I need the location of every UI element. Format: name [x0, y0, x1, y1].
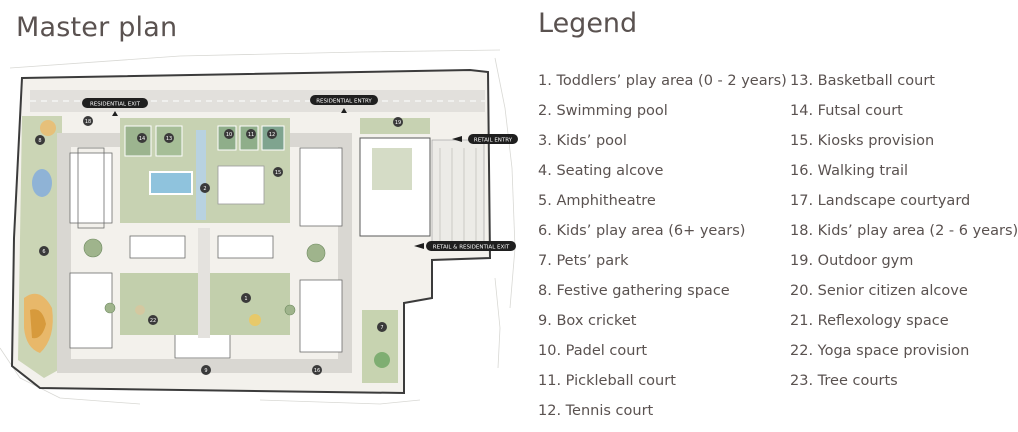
legend-item: 9. Box cricket: [538, 313, 637, 329]
legend-item: 20. Senior citizen alcove: [790, 283, 968, 299]
legend-item: 13. Basketball court: [790, 73, 935, 89]
svg-text:1: 1: [244, 296, 247, 302]
svg-text:8: 8: [38, 138, 41, 144]
legend-column-2: 13. Basketball court 14. Futsal court 15…: [790, 72, 1018, 402]
legend-item: 1. Toddlers’ play area (0 - 2 years): [538, 73, 787, 89]
amenity-markers: 18 14 13 10 11 12 8 2 15 19 1 22 9 7 16 …: [35, 116, 403, 375]
retail-entry-tag: RETAIL ENTRY: [452, 134, 518, 144]
clubhouse: [217, 165, 265, 205]
legend-item: 22. Yoga space provision: [790, 343, 970, 359]
svg-text:19: 19: [395, 120, 401, 126]
legend-item: 12. Tennis court: [538, 403, 654, 419]
sports-courts: [124, 125, 285, 157]
legend-item: 18. Kids’ play area (2 - 6 years): [790, 223, 1018, 239]
legend-item: 7. Pets’ park: [538, 253, 629, 269]
legend-item: 15. Kiosks provision: [790, 133, 935, 149]
legend-item: 14. Futsal court: [790, 103, 903, 119]
retail-parking: [431, 139, 485, 249]
legend-item: 8. Festive gathering space: [538, 283, 730, 299]
residential-entry-tag: RESIDENTIAL ENTRY: [310, 95, 378, 113]
legend-item: 4. Seating alcove: [538, 163, 664, 179]
svg-text:2: 2: [203, 186, 206, 192]
legend-item: 11. Pickleball court: [538, 373, 676, 389]
legend-item: 16. Walking trail: [790, 163, 909, 179]
legend-item: 19. Outdoor gym: [790, 253, 914, 269]
legend-item: 21. Reflexology space: [790, 313, 949, 329]
legend-item: 5. Amphitheatre: [538, 193, 656, 209]
svg-text:16: 16: [314, 368, 320, 374]
svg-text:13: 13: [166, 136, 172, 142]
legend-item: 2. Swimming pool: [538, 103, 668, 119]
svg-text:18: 18: [85, 119, 91, 125]
legend-item: 10. Padel court: [538, 343, 648, 359]
swimming-pool: [149, 171, 193, 195]
legend-item: 6. Kids’ play area (6+ years): [538, 223, 746, 239]
svg-text:6: 6: [42, 249, 45, 255]
tree-courts: [83, 238, 326, 316]
svg-text:RESIDENTIAL EXIT: RESIDENTIAL EXIT: [90, 102, 141, 108]
legend-item: 3. Kids’ pool: [538, 133, 627, 149]
svg-text:9: 9: [204, 368, 207, 374]
svg-text:15: 15: [275, 170, 281, 176]
retail-residential-exit-tag: RETAIL & RESIDENTIAL EXIT: [414, 241, 516, 251]
svg-text:RETAIL ENTRY: RETAIL ENTRY: [474, 138, 513, 144]
svg-text:7: 7: [380, 325, 383, 331]
svg-text:14: 14: [139, 136, 145, 142]
svg-text:RESIDENTIAL ENTRY: RESIDENTIAL ENTRY: [316, 99, 372, 105]
page-title: Master plan: [16, 12, 178, 43]
residential-towers: [69, 147, 343, 359]
legend-column-1: 1. Toddlers’ play area (0 - 2 years) 2. …: [538, 72, 787, 432]
svg-text:12: 12: [269, 132, 275, 138]
legend-title: Legend: [538, 8, 638, 39]
master-plan-map: 18 14 13 10 11 12 8 2 15 19 1 22 9 7 16 …: [0, 48, 520, 408]
pets-park: [362, 310, 398, 383]
svg-text:10: 10: [226, 132, 232, 138]
svg-text:RETAIL & RESIDENTIAL EXIT: RETAIL & RESIDENTIAL EXIT: [433, 245, 510, 251]
svg-text:11: 11: [248, 132, 254, 138]
play-areas: [24, 120, 56, 353]
residential-exit-tag: RESIDENTIAL EXIT: [82, 98, 148, 116]
legend-item: 17. Landscape courtyard: [790, 193, 971, 209]
svg-text:22: 22: [150, 318, 156, 324]
site-plan-drawing: 18 14 13 10 11 12 8 2 15 19 1 22 9 7 16 …: [0, 49, 518, 405]
legend-item: 23. Tree courts: [790, 373, 898, 389]
